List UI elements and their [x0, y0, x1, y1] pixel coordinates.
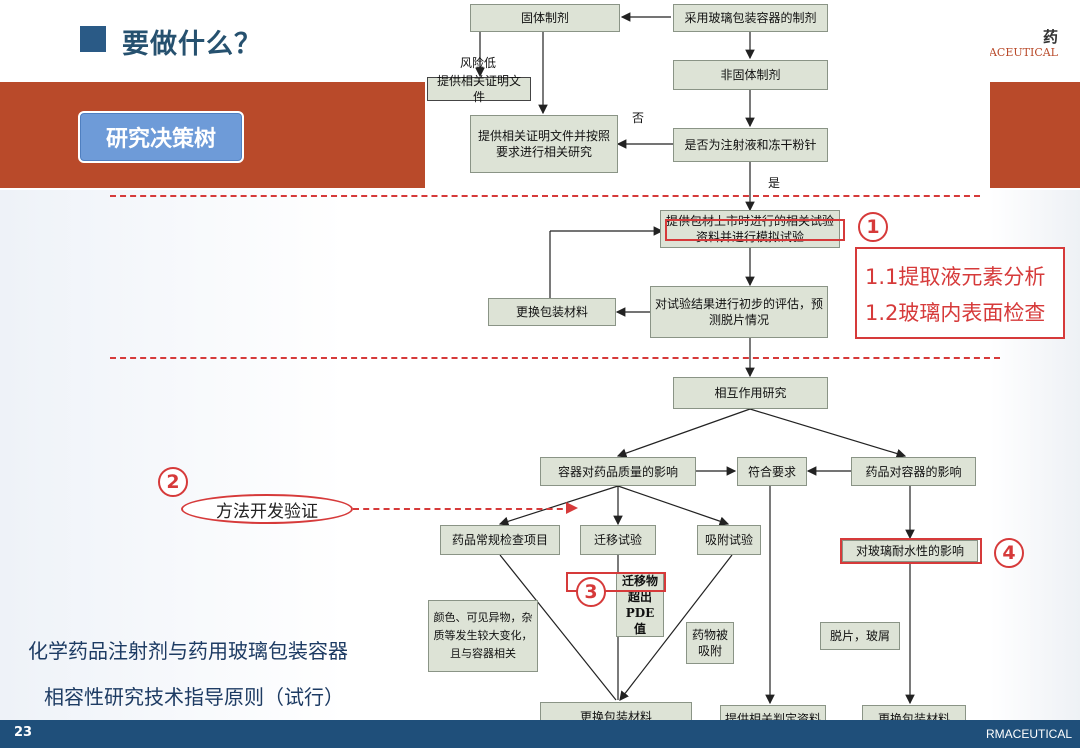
flaking-box: 脱片，玻屑 [820, 622, 900, 650]
migration-test-box: 迁移试验 [580, 525, 656, 555]
solid-box: 固体制剂 [470, 4, 620, 32]
page-number: 23 [14, 725, 33, 740]
glass-packaged-box: 采用玻璃包装容器的制剂 [673, 4, 828, 32]
is-injection-box: 是否为注射液和冻干粉针 [673, 128, 828, 162]
non-solid-box: 非固体制剂 [673, 60, 828, 90]
method-validation-label: 方法开发验证 [181, 494, 353, 524]
water-resistance-box: 对玻璃耐水性的影响 [842, 540, 978, 562]
decision-tree-label: 研究决策树 [78, 111, 244, 163]
element-analysis-callout: 1.1提取液元素分析 1.2玻璃内表面检查 [855, 247, 1065, 339]
drug-adsorbed-box: 药物被吸附 [686, 622, 734, 664]
provide-docs-box: 提供相关证明文件 [427, 74, 531, 104]
callout-item-1-1: 1.1提取液元素分析 [865, 265, 1046, 289]
logo: 药 RMACEUTICAL [969, 30, 1058, 60]
left-background [0, 190, 430, 720]
divider-dashed-top [110, 195, 980, 197]
highlight-box-3 [566, 572, 666, 592]
drug-on-container-box: 药品对容器的影响 [851, 457, 976, 486]
logo-char: 药 [1042, 28, 1058, 46]
guideline-title: 化学药品注射剂与药用玻璃包装容器 相容性研究技术指导原则（试行） [28, 628, 348, 720]
replace-material-box-1: 更换包装材料 [488, 298, 616, 326]
divider-dashed-mid [110, 357, 1000, 359]
method-dashed-arrow [353, 508, 573, 510]
marker-3: 3 [576, 577, 606, 607]
provide-docs-study-box: 提供相关证明文件并按照要求进行相关研究 [470, 115, 618, 173]
method-arrow-head-icon [566, 502, 578, 514]
migrant-exceed-box: 迁移物超出PDE值 [616, 573, 664, 637]
footer-bar [0, 720, 1080, 748]
highlight-box-1 [665, 219, 845, 241]
interaction-study-box: 相互作用研究 [673, 377, 828, 409]
marker-4: 4 [994, 538, 1024, 568]
callout-item-1-2: 1.2玻璃内表面检查 [865, 301, 1046, 325]
guideline-line-2: 相容性研究技术指导原则（试行） [44, 685, 344, 709]
title-square-icon [80, 26, 106, 52]
page-title: 要做什么？ [122, 29, 262, 60]
preliminary-eval-box: 对试验结果进行初步的评估，预测脱片情况 [650, 286, 828, 338]
yes-label: 是 [768, 176, 781, 190]
routine-check-box: 药品常规检查项目 [440, 525, 560, 555]
meets-requirement-box: 符合要求 [737, 457, 807, 486]
marker-2: 2 [158, 467, 188, 497]
adsorption-test-box: 吸附试验 [697, 525, 761, 555]
guideline-line-1: 化学药品注射剂与药用玻璃包装容器 [28, 639, 348, 663]
footer-brand: RMACEUTICAL [985, 727, 1072, 741]
marker-1: 1 [858, 212, 888, 242]
no-label: 否 [632, 111, 645, 125]
risk-low-label: 风险低 [460, 56, 497, 70]
color-change-box: 颜色、可见异物，杂质等发生较大变化，且与容器相关 [428, 600, 538, 672]
logo-text: RMACEUTICAL [969, 46, 1058, 59]
container-on-drug-box: 容器对药品质量的影响 [540, 457, 696, 486]
highlight-box-4 [840, 538, 982, 564]
